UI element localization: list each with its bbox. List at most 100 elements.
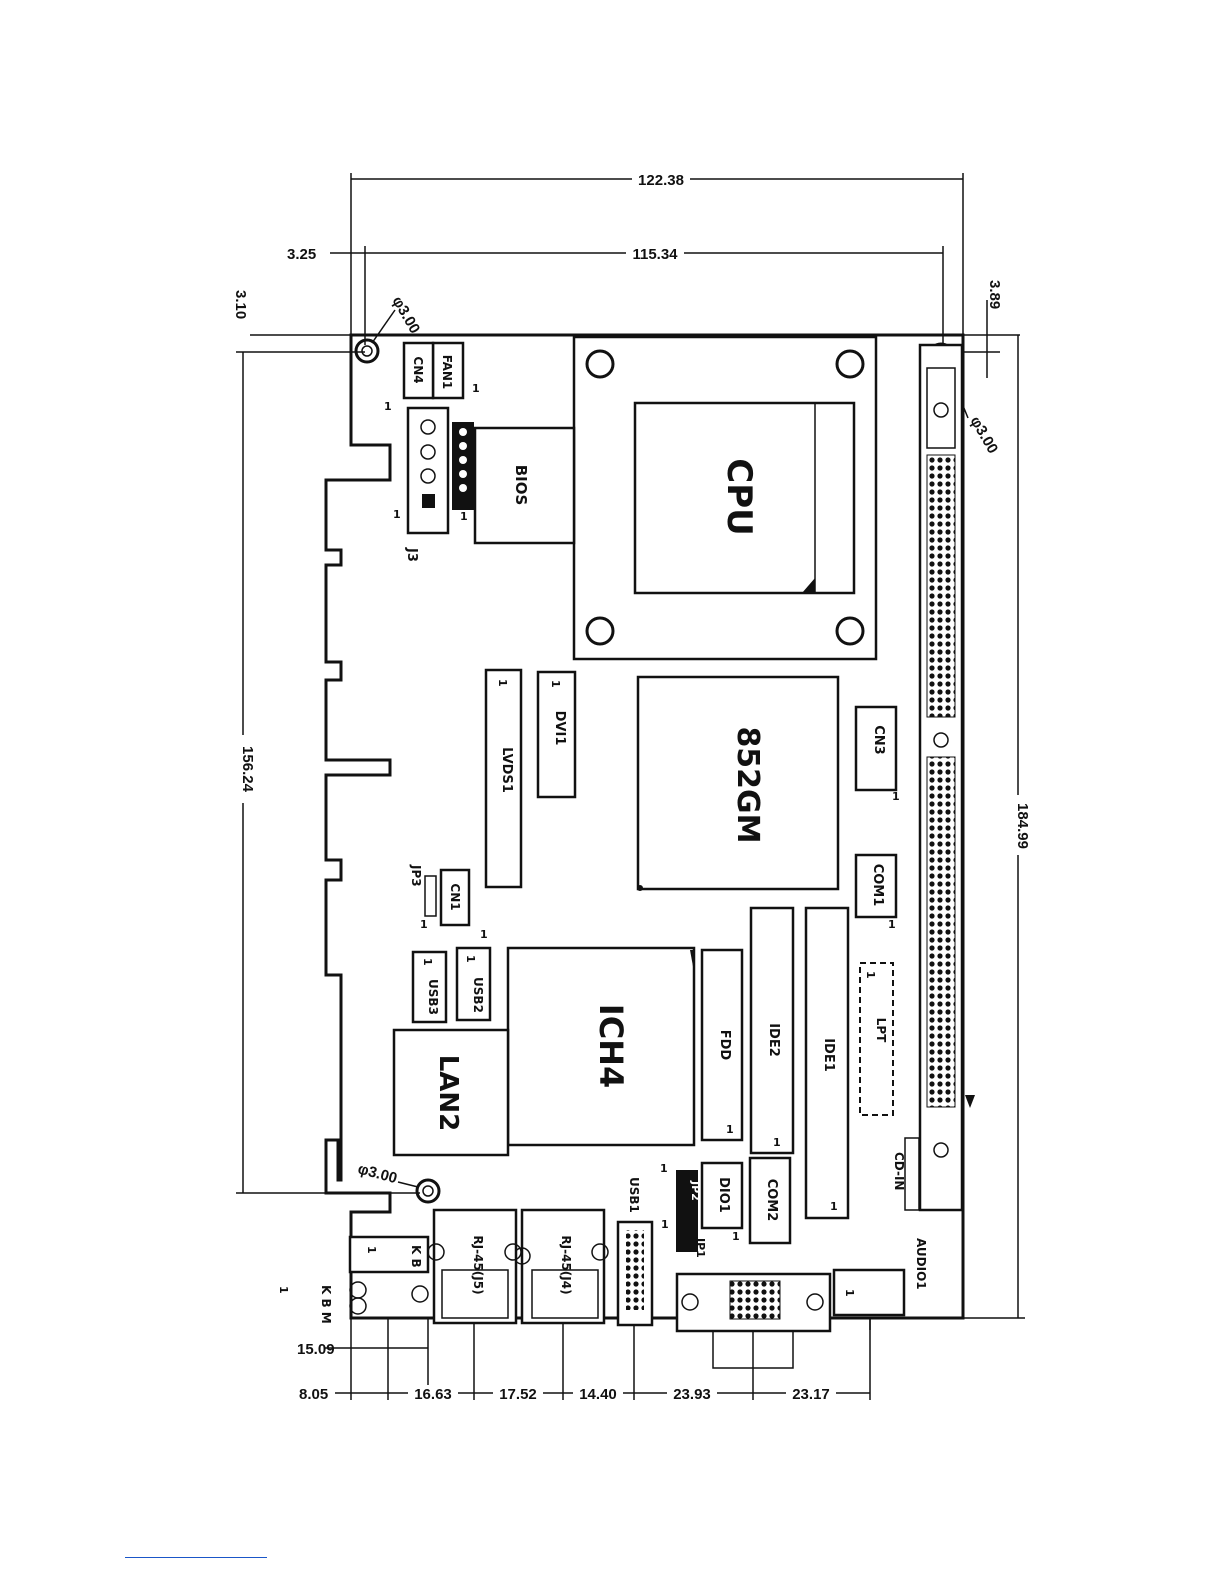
cn3-label: CN3 (871, 725, 886, 754)
cn1-connector: CN1 1 (439, 868, 488, 941)
kb-connector: K B 1 K B M 1 (277, 1235, 430, 1324)
com2-connector: COM2 1 (732, 1156, 792, 1245)
ide1-pin1: 1 (830, 1200, 838, 1213)
cpu-label: CPU (719, 458, 759, 535)
cn4-connector: CN4 1 (384, 341, 435, 413)
dim-top-total: 122.38 (638, 172, 684, 189)
dim-bottom-2: 16.63 (414, 1386, 452, 1403)
dvi-label: DVI1 (552, 711, 567, 746)
hole-label-bottom-left: φ3.00 (356, 1160, 399, 1187)
dio-connector: DIO1 1 (660, 1161, 744, 1230)
hole-label-top-left: φ3.00 (389, 294, 424, 337)
rj45-j4-connector: RJ-45(J4) (513, 1208, 609, 1325)
usb1-connector: USB1 1 (616, 1177, 669, 1327)
cdin-connector: CD-IN (892, 1137, 920, 1211)
usb2-pin1: 1 (464, 955, 477, 963)
footer-rule (125, 1557, 267, 1558)
ide1-connector: IDE1 1 (804, 906, 850, 1220)
j3-label: J3 (404, 547, 419, 562)
rj45-j4-label: RJ-45(J4) (559, 1235, 573, 1294)
lvds-pin1: 1 (496, 679, 509, 687)
fan-connector: FAN1 1 (431, 341, 480, 400)
audio-pin1: 1 (843, 1289, 856, 1297)
audio-connector: 1 AUDIO1 (832, 1238, 928, 1330)
jp1-label: JP1 (694, 1237, 707, 1258)
usb3-pin1: 1 (421, 958, 434, 966)
cn3-connector: CN3 1 (854, 705, 900, 803)
lvds-label: LVDS1 (499, 747, 514, 793)
fdd-label: FDD (717, 1030, 732, 1061)
jp2-label: JP2 (689, 1180, 702, 1201)
mounting-hole-bottom-left (415, 1178, 441, 1204)
usb1-pin1: 1 (661, 1218, 669, 1231)
usb2-connector: 1 USB2 (455, 946, 492, 1022)
dim-bottom-5: 23.93 (673, 1386, 711, 1403)
jp1-jp2-jumpers: JP2 JP1 (676, 1170, 707, 1258)
expansion-slot (918, 343, 975, 1212)
dim-bottom-4: 14.40 (579, 1386, 617, 1403)
dim-left-offset-x: 3.25 (287, 246, 316, 263)
dio-label: DIO1 (716, 1177, 731, 1213)
vga-connector (675, 1272, 832, 1369)
dvi-connector: 1 DVI1 (536, 670, 577, 799)
cdin-label: CD-IN (892, 1152, 906, 1190)
fan-pin1: 1 (472, 382, 480, 395)
lan-label: LAN2 (433, 1055, 463, 1132)
cn1-pin1: 1 (480, 928, 488, 941)
audio-label: AUDIO1 (914, 1238, 928, 1290)
usb3-label: USB3 (426, 979, 440, 1015)
cn4-label: CN4 (411, 356, 425, 383)
northbridge-label: 852GM (730, 726, 765, 843)
jp3-jumper: JP3 1 (409, 864, 437, 931)
usb3-connector: 1 USB3 (411, 950, 448, 1024)
dim-right-height: 184.99 (1014, 803, 1031, 849)
usb2-label: USB2 (471, 977, 485, 1013)
kb-pin1: 1 (365, 1246, 378, 1254)
fan-label: FAN1 (440, 355, 454, 390)
ide1-label: IDE1 (821, 1038, 836, 1072)
dvi-pin1: 1 (549, 680, 562, 688)
lvds-connector: 1 LVDS1 (484, 668, 523, 889)
lpt-pin1: 1 (864, 971, 877, 979)
kbm-pin1: 1 (277, 1286, 290, 1294)
usb1-label: USB1 (627, 1177, 641, 1213)
com1-pin1: 1 (888, 918, 896, 931)
com1-connector: COM1 1 (854, 853, 898, 931)
dim-right-offset: 3.89 (986, 280, 1003, 309)
com2-label: COM2 (764, 1179, 779, 1222)
kbm-label: K B M (319, 1285, 333, 1324)
dim-bottom-upper: 15.09 (297, 1341, 335, 1358)
rj45-j5-connector: RJ-45(J5) (427, 1208, 522, 1325)
mounting-hole-top-left (354, 338, 380, 364)
dim-top-holes: 115.34 (632, 246, 678, 263)
lpt-connector: 1 LPT (859, 962, 894, 1116)
lpt-label: LPT (874, 1018, 888, 1043)
dio-pin1: 1 (660, 1162, 668, 1175)
jumper-strip-bios: 1 (452, 422, 474, 523)
dim-left-height: 156.24 (239, 746, 256, 793)
kb-label: K B (409, 1245, 423, 1268)
bios-label: BIOS (512, 465, 530, 506)
board-outline (324, 333, 965, 1320)
bios-chip: BIOS (473, 426, 576, 545)
fdd-pin1: 1 (726, 1123, 734, 1136)
cn4-pin1: 1 (384, 400, 392, 413)
dim-bottom-1: 8.05 (299, 1386, 328, 1403)
cn1-label: CN1 (448, 883, 462, 910)
hole-label-top-right: φ3.00 (967, 414, 1002, 457)
dim-left-offset-y: 3.10 (232, 290, 249, 319)
jp3-label: JP3 (409, 864, 423, 887)
fdd-connector: FDD 1 (700, 948, 744, 1142)
com1-label: COM1 (870, 864, 885, 907)
dim-bottom-6: 23.17 (792, 1386, 830, 1403)
bios-jumper-pin1: 1 (460, 510, 468, 523)
ide2-label: IDE2 (766, 1023, 781, 1057)
j3-connector: J3 1 (393, 406, 450, 562)
southbridge-chip: ICH4 (506, 946, 696, 1147)
cn3-pin1: 1 (892, 790, 900, 803)
j3-pin1: 1 (393, 508, 401, 521)
cpu-socket: CPU (572, 335, 878, 661)
dim-bottom-3: 17.52 (499, 1386, 537, 1403)
dimension-labels: 122.38 115.34 3.25 3.10 3.89 156.24 184.… (232, 170, 1031, 1403)
